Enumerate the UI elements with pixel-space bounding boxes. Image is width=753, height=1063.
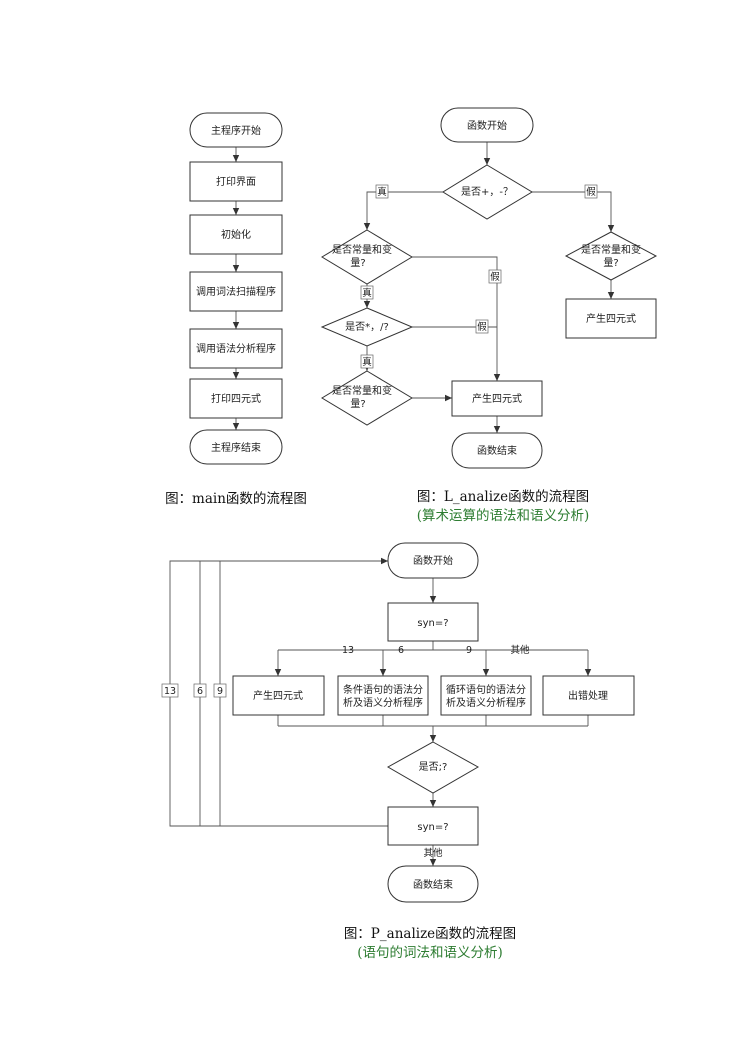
print-ui-step	[189, 161, 283, 202]
l-false-label: 假	[586, 186, 596, 198]
p-semicolon-decision	[386, 741, 480, 794]
l-true-label: 真	[377, 186, 387, 198]
l-false-label-3: 假	[477, 321, 487, 333]
l-bottom-const-decision	[321, 370, 413, 426]
l-right-const-line1: 是否常量和变	[581, 243, 641, 256]
p-start-label: 函数开始	[413, 554, 453, 567]
p-branch-6-label: 6	[398, 645, 404, 656]
main-flowchart: 主程序开始 打印界面 初始化 调用词法扫描程序 调用语法分析程序 打印四元式 主…	[165, 112, 307, 507]
p-gen-quad-step	[232, 675, 325, 716]
p-error-step	[542, 675, 635, 716]
l-quad-right-label: 产生四元式	[586, 312, 636, 325]
p-loop-13-tag	[161, 683, 179, 698]
p-subcaption: (语句的词法和语义分析)	[357, 945, 503, 961]
p-loop-6-tag	[193, 683, 207, 698]
l-mul-div-label: 是否*，/?	[345, 321, 389, 333]
l-start-label: 函数开始	[467, 119, 507, 132]
l-quad-main-step	[451, 380, 543, 417]
p-loop-9-tag	[213, 683, 227, 698]
p-switch-label: syn=?	[417, 618, 448, 629]
l-start-node	[440, 107, 534, 143]
l-end-node	[451, 432, 543, 469]
p-loop-line2: 析及语义分析程序	[446, 696, 526, 709]
l-left-const-line2: 量?	[350, 257, 365, 269]
p-start-node	[387, 542, 479, 579]
p-cond-line2: 析及语义分析程序	[343, 696, 423, 709]
l-caption: 图：L_analize函数的流程图	[417, 489, 589, 505]
l-true-tag-3	[360, 354, 374, 369]
l-false-tag-2	[488, 269, 502, 284]
main-start-label: 主程序开始	[211, 124, 261, 137]
l-false-label-2: 假	[490, 271, 500, 283]
p-loop-13-label: 13	[164, 686, 176, 697]
l-true-tag-2	[360, 285, 374, 300]
l-plus-minus-decision	[442, 164, 533, 220]
main-start-node	[189, 112, 283, 148]
l-end-label: 函数结束	[477, 444, 517, 457]
print-quad-label: 打印四元式	[211, 392, 261, 405]
call-syn-label: 调用语法分析程序	[196, 342, 276, 355]
l-right-const-line2: 量?	[603, 257, 618, 269]
p-loop-6-label: 6	[197, 686, 203, 697]
l-true-label-2: 真	[362, 287, 372, 299]
main-caption: 图：main函数的流程图	[165, 491, 307, 507]
l-true-tag	[375, 184, 389, 199]
p-gen-quad-label: 产生四元式	[253, 689, 303, 702]
p-branch-other-label: 其他	[510, 644, 530, 656]
p-cond-line1: 条件语句的语法分	[343, 683, 423, 696]
l-true-label-3: 真	[362, 356, 372, 368]
l-right-const-decision	[564, 231, 658, 281]
l-left-const-decision	[321, 229, 413, 285]
l-bottom-const-line2: 量?	[350, 398, 365, 410]
p-other-label: 其他	[423, 847, 443, 859]
p-switch-node	[387, 602, 479, 642]
p-branch-9-label: 9	[466, 645, 472, 656]
l-quad-main-label: 产生四元式	[472, 392, 522, 405]
l-quad-right-step	[565, 298, 657, 339]
p-loop-step	[440, 675, 532, 716]
p-switch2-node	[387, 806, 479, 846]
l-false-tag-3	[475, 319, 489, 334]
main-end-label: 主程序结束	[211, 441, 261, 454]
l-plus-minus-label: 是否+，-？	[461, 186, 513, 198]
init-step	[189, 214, 283, 255]
p-branch-13-label: 13	[342, 645, 354, 656]
print-quad-step	[189, 378, 283, 419]
p-loop-line1: 循环语句的语法分	[446, 683, 526, 696]
p-cond-step	[337, 675, 429, 716]
p-switch2-label: syn=?	[417, 822, 448, 833]
p-end-node	[387, 865, 479, 903]
p-analize-flowchart: 函数开始 syn=? 13 6 9 其他 产生四元式 条件语句的语法分 析及语义…	[161, 542, 635, 961]
l-subcaption: (算术运算的语法和语义分析)	[417, 508, 590, 524]
call-lex-label: 调用词法扫描程序	[196, 285, 276, 298]
p-loop-9-label: 9	[217, 686, 223, 697]
p-caption: 图：P_analize函数的流程图	[344, 926, 516, 942]
init-label: 初始化	[221, 228, 251, 241]
p-end-label: 函数结束	[413, 878, 453, 891]
main-end-node	[189, 429, 283, 465]
l-mul-div-decision	[320, 307, 414, 347]
l-analize-flowchart: 函数开始 是否+，-？ 真 假 是否常量和变 量? 产生四元式 是否常量和变 量…	[320, 107, 658, 524]
l-bottom-const-line1: 是否常量和变	[332, 384, 392, 397]
l-left-const-line1: 是否常量和变	[332, 243, 392, 256]
p-error-label: 出错处理	[568, 689, 608, 702]
print-ui-label: 打印界面	[216, 175, 256, 188]
call-syn-step	[189, 328, 283, 369]
l-false-tag	[584, 184, 598, 199]
p-semicolon-label: 是否;?	[419, 761, 448, 773]
call-lex-step	[189, 271, 283, 312]
